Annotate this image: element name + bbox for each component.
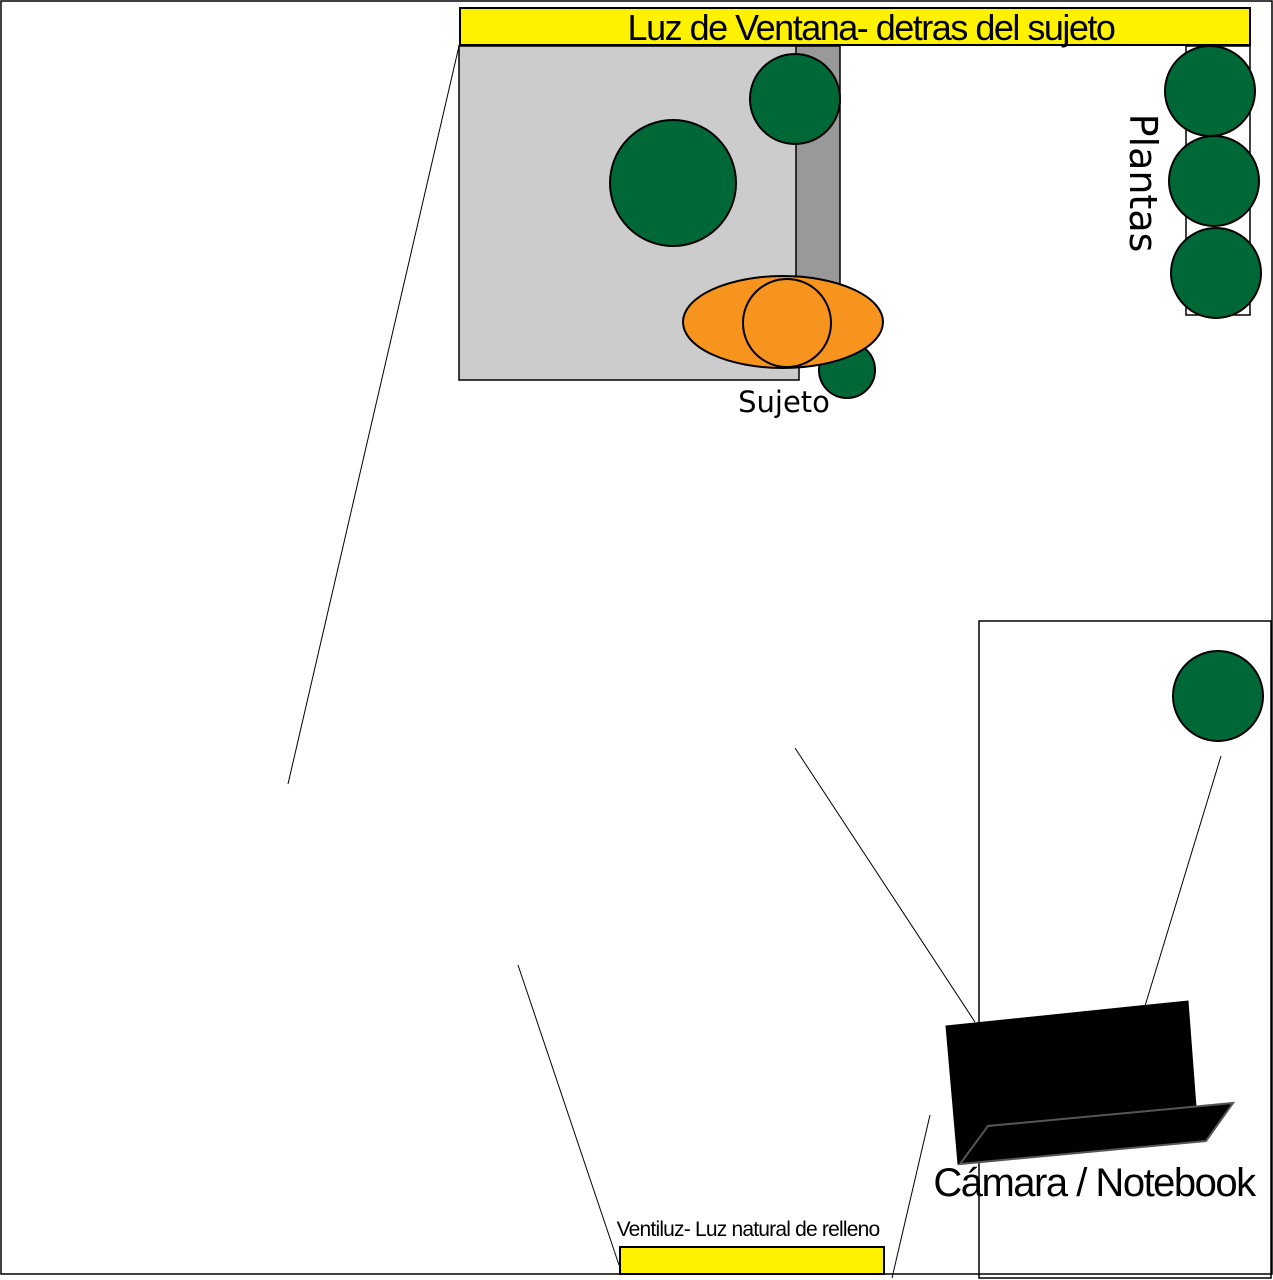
- plants-label: Plantas: [1121, 114, 1165, 253]
- camera-label: Cámara / Notebook: [933, 1161, 1257, 1205]
- plant-icon: [749, 53, 841, 145]
- subject-label: Sujeto: [738, 385, 830, 419]
- fill-light-beam-right: [891, 1114, 931, 1279]
- fill-light-label: Ventiluz- Luz natural de relleno: [617, 1218, 880, 1241]
- plant-icon: [609, 119, 737, 247]
- plant-icon: [1168, 135, 1260, 227]
- fill-light-beam-left: [517, 964, 620, 1266]
- camera-view-line-right: [1144, 755, 1222, 1007]
- window-light-label: Luz de Ventana- detras del sujeto: [628, 7, 1115, 48]
- window-light-bar: [459, 7, 1251, 46]
- subject-head: [742, 278, 832, 368]
- camera-view-line-left: [794, 747, 976, 1023]
- camera-zone: [978, 620, 1272, 1279]
- plant-icon: [1170, 227, 1262, 319]
- plant-icon: [1164, 45, 1256, 137]
- fill-light-bar: [619, 1246, 885, 1275]
- plant-icon: [1172, 650, 1264, 742]
- laptop-keyboard-icon: [957, 1101, 1236, 1166]
- window-light-beam-left: [287, 45, 460, 785]
